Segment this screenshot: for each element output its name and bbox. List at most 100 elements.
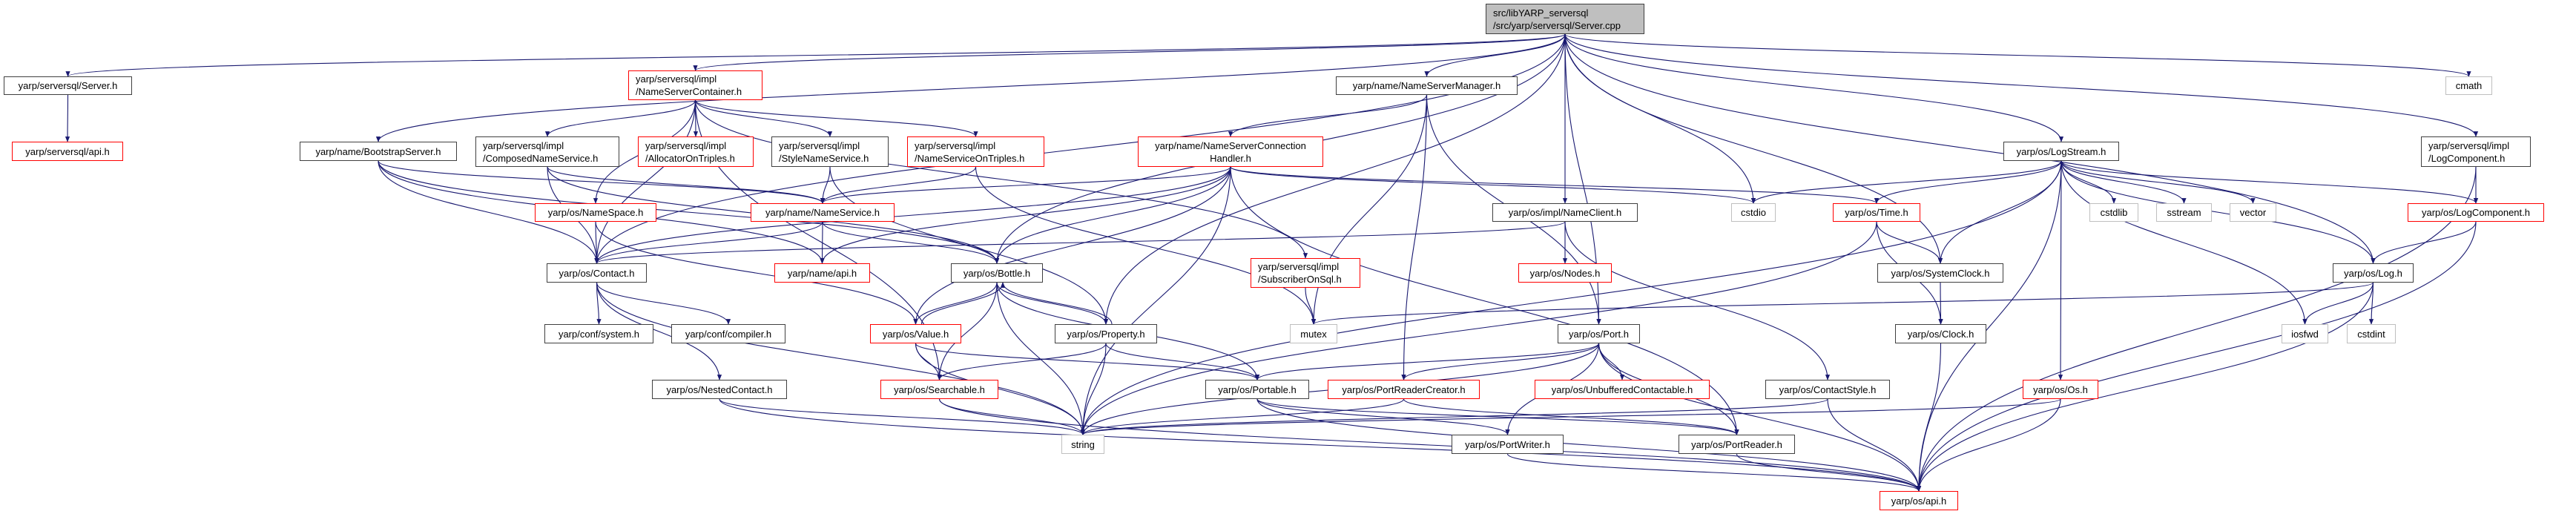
- node-style[interactable]: yarp/serversql/impl /StyleNameService.h: [771, 136, 889, 167]
- edge-port-to-unbuf: [1598, 343, 1625, 380]
- edge-nsch-to-value: [913, 166, 1231, 325]
- node-portreader[interactable]: yarp/os/PortReader.h: [1679, 435, 1795, 454]
- node-os[interactable]: yarp/os/Os.h: [2023, 380, 2098, 399]
- node-oslogcomp[interactable]: yarp/os/LogComponent.h: [2408, 203, 2544, 222]
- edge-nsc-to-style: [694, 99, 833, 137]
- node-nsot[interactable]: yarp/serversql/impl /NameServiceOnTriple…: [907, 136, 1044, 167]
- node-bootstrap[interactable]: yarp/name/BootstrapServer.h: [300, 142, 457, 161]
- edge-nested-to-string: [719, 398, 1085, 435]
- node-cstdio[interactable]: cstdio: [1731, 203, 1776, 222]
- edge-sqllogcomp-to-os_api: [1916, 166, 2477, 492]
- edge-nsc-to-composed: [544, 99, 696, 137]
- node-cstdint[interactable]: cstdint: [2347, 324, 2396, 343]
- node-root[interactable]: src/libYARP_serversql /src/yarp/serversq…: [1486, 4, 1644, 34]
- node-time[interactable]: yarp/os/Time.h: [1833, 203, 1920, 222]
- edge-portwriter-to-os_api: [1506, 453, 1921, 492]
- edge-root-to-cmath: [1564, 33, 2471, 77]
- edge-portable-to-portreader: [1256, 398, 1739, 435]
- node-nameservice[interactable]: yarp/name/NameService.h: [751, 203, 895, 222]
- edge-nsm-to-mutex: [1311, 94, 1428, 325]
- node-vector[interactable]: vector: [2230, 203, 2276, 222]
- edge-logstream-to-log: [2061, 160, 2376, 264]
- edge-logstream-to-time: [1874, 160, 2062, 204]
- edge-port-to-portable: [1255, 343, 1600, 380]
- edge-oslogcomp-to-os_api: [1916, 221, 2477, 492]
- edge-style-to-nameservice: [820, 166, 831, 204]
- edge-nsot-to-mutex: [975, 166, 1317, 325]
- node-os-api[interactable]: yarp/os/api.h: [1880, 491, 1958, 510]
- node-alloc[interactable]: yarp/serversql/impl /AllocatorOnTriples.…: [638, 136, 754, 167]
- edge-log-to-os_api: [1916, 282, 2374, 492]
- edge-nsot-to-nameservice: [820, 166, 977, 204]
- edge-root-to-server_h: [65, 33, 1566, 77]
- edge-nameservice-to-bottle: [822, 221, 1000, 264]
- edge-property-to-string: [1080, 343, 1107, 435]
- edge-property-to-bottle: [1000, 282, 1113, 325]
- edge-namespace-to-value: [595, 221, 918, 325]
- edge-logstream-to-sstream: [2061, 160, 2187, 204]
- edge-bootstrap-to-nameservice: [378, 160, 825, 204]
- edge-root-to-sqllogcomp: [1564, 33, 2478, 137]
- node-string[interactable]: string: [1061, 435, 1104, 454]
- edge-contact-to-nested: [596, 282, 722, 380]
- edge-port-to-prc: [1401, 343, 1600, 380]
- node-log[interactable]: yarp/os/Log.h: [2333, 263, 2414, 283]
- node-sql-api[interactable]: yarp/serversql/api.h: [12, 142, 123, 161]
- node-contact[interactable]: yarp/os/Contact.h: [547, 263, 647, 283]
- edge-os-to-os_api: [1916, 398, 2061, 492]
- node-value[interactable]: yarp/os/Value.h: [870, 324, 961, 343]
- edge-value-to-portable: [915, 343, 1259, 380]
- edge-contact-to-compiler: [596, 282, 731, 325]
- node-clock[interactable]: yarp/os/Clock.h: [1895, 324, 1986, 343]
- node-cstdlib[interactable]: cstdlib: [2089, 203, 2138, 222]
- edge-nsch-to-cstdio: [1230, 166, 1756, 204]
- node-bottle[interactable]: yarp/os/Bottle.h: [951, 263, 1043, 283]
- node-prc[interactable]: yarp/os/PortReaderCreator.h: [1328, 380, 1480, 399]
- node-sys[interactable]: yarp/conf/system.h: [544, 324, 653, 343]
- edge-nsch-to-contact: [594, 166, 1231, 264]
- node-name-api[interactable]: yarp/name/api.h: [774, 263, 870, 283]
- edge-nsc-to-contact: [594, 99, 696, 264]
- node-unbuf[interactable]: yarp/os/UnbufferedContactable.h: [1535, 380, 1710, 399]
- edge-composed-to-nameservice: [547, 166, 825, 204]
- edge-nsm-to-nsch: [1228, 94, 1428, 137]
- node-sstream[interactable]: sstream: [2156, 203, 2212, 222]
- node-compiler[interactable]: yarp/conf/compiler.h: [671, 324, 785, 343]
- edge-logstream-to-oslogcomp: [2061, 160, 2478, 204]
- node-nameclient[interactable]: yarp/os/impl/NameClient.h: [1492, 203, 1638, 222]
- edge-logstream-to-cstdio: [1751, 160, 2062, 204]
- node-nested[interactable]: yarp/os/NestedContact.h: [652, 380, 787, 399]
- edge-value-to-bottle: [920, 282, 1006, 325]
- node-mutex[interactable]: mutex: [1290, 324, 1337, 343]
- edge-searchable-to-os_api: [938, 398, 1921, 492]
- node-server-h[interactable]: yarp/serversql/Server.h: [4, 76, 132, 95]
- node-nodes[interactable]: yarp/os/Nodes.h: [1518, 263, 1612, 283]
- node-sysclock[interactable]: yarp/os/SystemClock.h: [1877, 263, 2003, 283]
- edge-logstream-to-string: [1080, 160, 2062, 435]
- node-searchable[interactable]: yarp/os/Searchable.h: [880, 380, 998, 399]
- node-nsm[interactable]: yarp/name/NameServerManager.h: [1336, 76, 1518, 95]
- edge-nameservice-to-contact: [594, 221, 823, 264]
- node-portwriter[interactable]: yarp/os/PortWriter.h: [1452, 435, 1564, 454]
- node-nsch[interactable]: yarp/name/NameServerConnection Handler.h: [1138, 136, 1323, 167]
- node-logstream[interactable]: yarp/os/LogStream.h: [2003, 142, 2119, 161]
- edge-root-to-logstream: [1564, 33, 2064, 142]
- node-portable[interactable]: yarp/os/Portable.h: [1205, 380, 1309, 399]
- node-subsql[interactable]: yarp/serversql/impl /SubscriberOnSql.h: [1251, 258, 1360, 288]
- node-cmath[interactable]: cmath: [2445, 76, 2492, 95]
- node-property[interactable]: yarp/os/Property.h: [1055, 324, 1157, 343]
- edge-bottle-to-value: [913, 282, 998, 325]
- node-iosfwd[interactable]: iosfwd: [2282, 324, 2328, 343]
- edge-nsch-to-bottle: [994, 166, 1231, 264]
- node-contactstyle[interactable]: yarp/os/ContactStyle.h: [1765, 380, 1890, 399]
- edge-sysclock-to-clock: [1938, 282, 1943, 325]
- node-port[interactable]: yarp/os/Port.h: [1558, 324, 1640, 343]
- node-sqllogcomp[interactable]: yarp/serversql/impl /LogComponent.h: [2421, 136, 2531, 167]
- node-nsc[interactable]: yarp/serversql/impl /NameServerContainer…: [628, 70, 762, 100]
- node-composed[interactable]: yarp/serversql/impl /ComposedNameService…: [475, 136, 619, 167]
- edge-time-to-sysclock: [1876, 221, 1943, 264]
- edge-contactstyle-to-string: [1081, 398, 1828, 435]
- node-namespace[interactable]: yarp/os/NameSpace.h: [535, 203, 656, 222]
